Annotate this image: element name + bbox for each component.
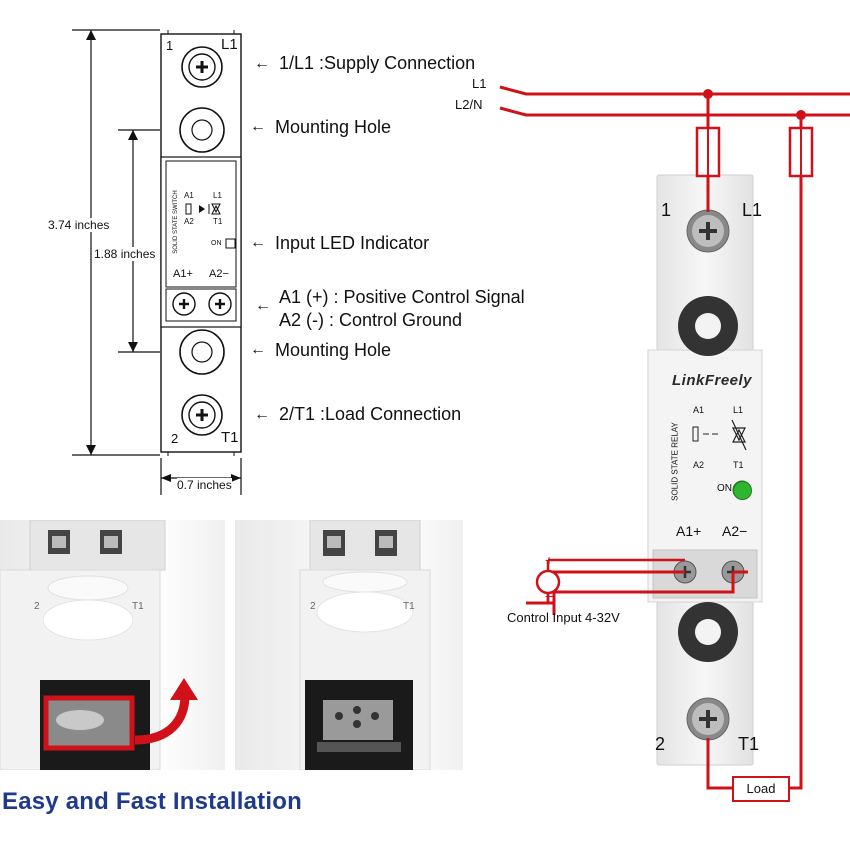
photo-right-mark-t1: T1	[403, 601, 415, 612]
control-input-label: Control Input 4-32V	[507, 610, 620, 625]
callout-load: 2/T1 :Load Connection	[279, 404, 462, 424]
photo-right-illustration	[299, 520, 431, 770]
symbol-a2: A2	[184, 217, 194, 226]
control-minus-sign: −	[545, 588, 554, 604]
line-l2n-label: L2/N	[455, 97, 483, 112]
relay-control-plus: A1+	[676, 523, 702, 539]
line-l1-label: L1	[472, 76, 487, 91]
relay-top-right-label: L1	[742, 200, 763, 220]
control-plus-label: A1+	[173, 268, 193, 280]
photo-left-mark-2: 2	[34, 601, 40, 612]
relay-sym-a1: A1	[693, 405, 705, 415]
body-vertical-text: SOLID STATE SWITCH	[173, 190, 179, 254]
terminal-label-t1: T1	[221, 429, 239, 446]
relay-top-left-label: 1	[661, 200, 672, 220]
dimension-width: 0.7 inches	[177, 478, 232, 492]
photo-left-illustration	[0, 520, 198, 770]
callout-arrow-load: ←	[254, 406, 270, 423]
callout-arrow-led: ←	[250, 234, 266, 251]
symbol-t1: T1	[213, 217, 223, 226]
terminal-label-1: 1	[166, 38, 174, 53]
dimension-height-inner: 1.88 inches	[94, 247, 156, 261]
led-indicator	[733, 481, 752, 500]
callout-arrow-supply: ←	[254, 55, 270, 72]
headline: Easy and Fast Installation	[2, 788, 302, 815]
photo-left-mark-t1: T1	[132, 601, 144, 612]
relay-brand: LinkFreely	[672, 372, 753, 389]
callout-a2: A2 (-) : Control Ground	[279, 310, 463, 330]
terminal-label-l1: L1	[221, 36, 238, 53]
callout-led: Input LED Indicator	[275, 233, 430, 253]
control-plus-sign: +	[545, 552, 554, 568]
photo-right-mark-2: 2	[310, 601, 316, 612]
relay-on-label: ON	[717, 483, 732, 494]
symbol-a1: A1	[184, 191, 194, 200]
wiring-diagram	[499, 85, 850, 790]
installation-photo-right	[235, 520, 463, 770]
callout-supply: 1/L1 :Supply Connection	[279, 53, 476, 73]
relay-outline-drawing	[72, 29, 242, 495]
callout-a1: A1 (+) : Positive Control Signal	[279, 287, 525, 307]
relay-control-minus: A2−	[722, 523, 748, 539]
relay-bottom-right-label: T1	[738, 734, 760, 754]
on-label: ON	[211, 240, 222, 247]
installation-photo-left	[0, 520, 225, 770]
terminal-label-2: 2	[171, 431, 179, 446]
control-minus-label: A2−	[209, 268, 229, 280]
relay-sym-a2: A2	[693, 460, 705, 470]
relay-vertical-text: SOLID STATE RELAY	[670, 422, 680, 501]
callout-mounting-bottom: Mounting Hole	[275, 340, 392, 360]
symbol-l1: L1	[213, 191, 222, 200]
dimension-height-total: 3.74 inches	[48, 218, 110, 232]
relay-bottom-left-label: 2	[655, 734, 666, 754]
callout-mounting-top: Mounting Hole	[275, 117, 392, 137]
callout-arrow-mounting-bottom: ←	[250, 341, 266, 358]
relay-sym-t1: T1	[733, 460, 744, 470]
callout-arrow-mounting-top: ←	[250, 118, 266, 135]
callout-arrow-a1: ←	[255, 297, 271, 314]
load-box: Load	[732, 776, 790, 802]
relay-sym-l1: L1	[733, 405, 744, 415]
